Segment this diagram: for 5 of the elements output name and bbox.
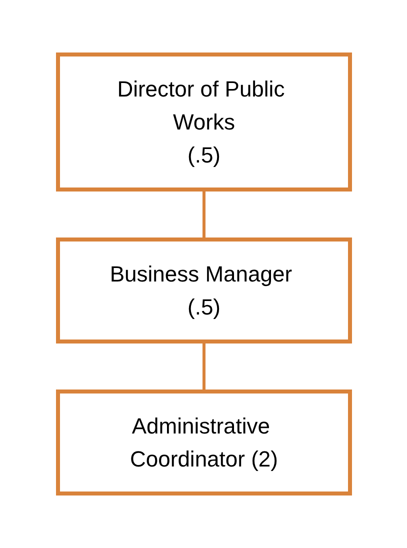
connector [202,342,205,392]
node-box: Administrative Coordinator (2) [56,390,352,496]
node-box: Business Manager (.5) [56,238,352,344]
connector [202,190,205,240]
node-box: Director of Public Works (.5) [56,52,352,192]
